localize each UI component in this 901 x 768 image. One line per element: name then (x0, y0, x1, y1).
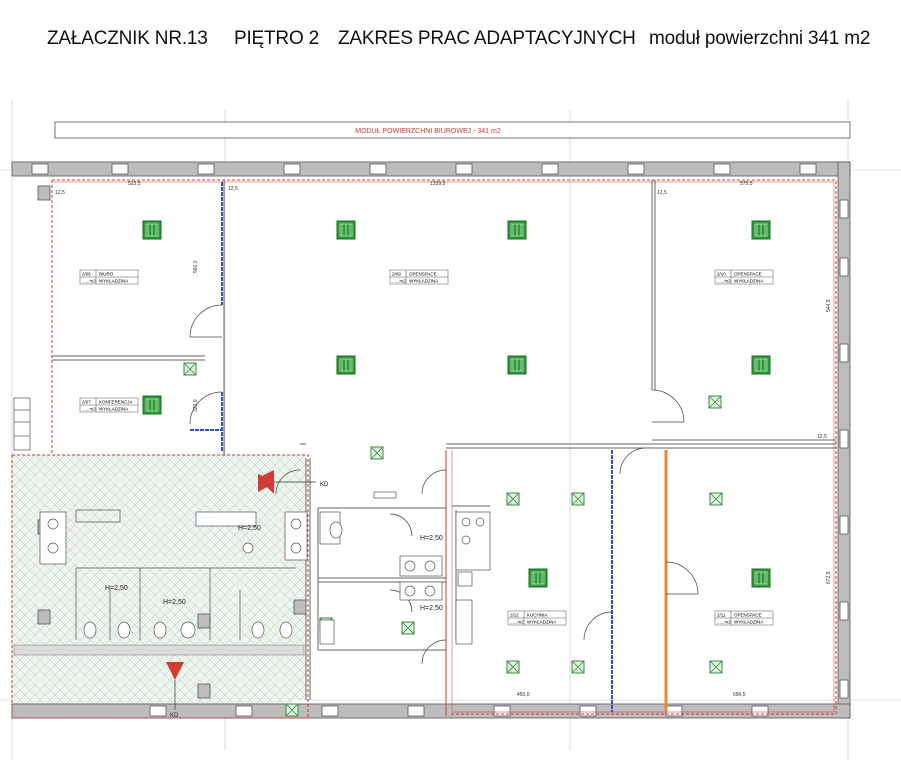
kd-label-top: KD (320, 482, 329, 488)
svg-text:12,5: 12,5 (657, 190, 667, 196)
svg-text:H=2,50: H=2,50 (163, 599, 186, 606)
module-boundary (11, 179, 837, 719)
room-tag-2-12: 2/12 KUCHNIA ......m2 WYKŁADZINA (507, 610, 567, 626)
svg-text:......m2: ......m2 (717, 279, 731, 284)
ceiling-heights: H=2,50 H=2,50 H=2,50 H=2,50 H=2,50 (105, 525, 443, 612)
svg-text:544,5: 544,5 (826, 299, 832, 312)
svg-text:H=2,50: H=2,50 (105, 585, 128, 592)
svg-text:1339,5: 1339,5 (430, 181, 446, 187)
wc-fixtures (13, 397, 491, 645)
svg-text:2/07: 2/07 (82, 400, 91, 405)
attachment-number: ZAŁACZNIK NR.13 (47, 28, 208, 49)
svg-text:WYKŁADZINA: WYKŁADZINA (99, 279, 128, 284)
svg-text:OPENSPACE: OPENSPACE (734, 272, 762, 277)
room-tag-2-09: 2/09 OPENSPACE ......m2 WYKŁADZINA (389, 269, 449, 285)
module-area-label: moduł powierzchni 341 m2 (649, 28, 871, 49)
kd-label-bottom: KD (170, 713, 179, 719)
svg-text:......m2: ......m2 (717, 620, 731, 625)
svg-text:......m2: ......m2 (510, 620, 524, 625)
svg-text:672,5: 672,5 (826, 571, 832, 584)
new-partition-blue (190, 182, 613, 712)
svg-text:KUCHNIA: KUCHNIA (527, 613, 547, 618)
svg-text:2/12: 2/12 (510, 613, 519, 618)
svg-text:12,5: 12,5 (817, 434, 827, 440)
floor-label: PIĘTRO 2 (234, 28, 319, 49)
svg-text:2/11: 2/11 (717, 613, 726, 618)
svg-text:OPENSPACE: OPENSPACE (734, 613, 762, 618)
svg-text:H=2,50: H=2,50 (420, 535, 443, 542)
room-tag-2-07: 2/07 KONFERENCJA ......m2 WYKŁADZINA (79, 397, 139, 413)
svg-text:WYKŁADZINA: WYKŁADZINA (527, 620, 556, 625)
svg-text:12,5: 12,5 (228, 186, 238, 192)
module-label: MODUŁ POWIERZCHNI BIUROWEJ - 341 m2 (355, 128, 501, 135)
svg-text:2/06: 2/06 (82, 272, 91, 277)
svg-text:575,5: 575,5 (740, 181, 753, 187)
module-label-bar (54, 121, 851, 139)
svg-text:WYKŁADZINA: WYKŁADZINA (409, 279, 438, 284)
svg-text:2/09: 2/09 (392, 272, 401, 277)
svg-text:WYKŁADZINA: WYKŁADZINA (734, 620, 763, 625)
doors (189, 304, 699, 665)
svg-text:H=2,50: H=2,50 (420, 605, 443, 612)
svg-text:OPENSPACE: OPENSPACE (409, 272, 437, 277)
svg-text:450,0: 450,0 (517, 692, 530, 698)
kd-triangle-marker-bottom (166, 662, 184, 680)
svg-text:12,5: 12,5 (55, 190, 65, 196)
svg-text:......m2: ......m2 (82, 279, 96, 284)
svg-text:H=2,50: H=2,50 (238, 525, 261, 532)
room-tag-2-11: 2/11 OPENSPACE ......m2 WYKŁADZINA (714, 610, 774, 626)
service-core (12, 455, 306, 700)
svg-text:320,0: 320,0 (193, 399, 199, 412)
dimension-labels: 523,5 12,5 1339,5 575,5 12,5 12,5 560,0 … (55, 181, 832, 698)
svg-text:......m2: ......m2 (82, 407, 96, 412)
svg-text:BIURO: BIURO (99, 272, 114, 277)
interior-walls (52, 180, 836, 700)
svg-text:WYKŁADZINA: WYKŁADZINA (734, 279, 763, 284)
svg-text:WYKŁADZINA: WYKŁADZINA (99, 407, 128, 412)
svg-text:696,5: 696,5 (733, 692, 746, 698)
svg-text:560,0: 560,0 (193, 260, 199, 273)
room-tag-2-10: 2/10 OPENSPACE ......m2 WYKŁADZINA (714, 269, 774, 285)
svg-text:......m2: ......m2 (392, 279, 406, 284)
scope-label: ZAKRES PRAC ADAPTACYJNYCH (338, 28, 636, 49)
svg-text:KONFERENCJA: KONFERENCJA (99, 400, 133, 405)
svg-text:523,5: 523,5 (128, 181, 141, 187)
room-tag-2-06: 2/06 BIURO ......m2 WYKŁADZINA (79, 269, 139, 285)
windows (31, 163, 849, 717)
svg-text:2/10: 2/10 (717, 272, 726, 277)
